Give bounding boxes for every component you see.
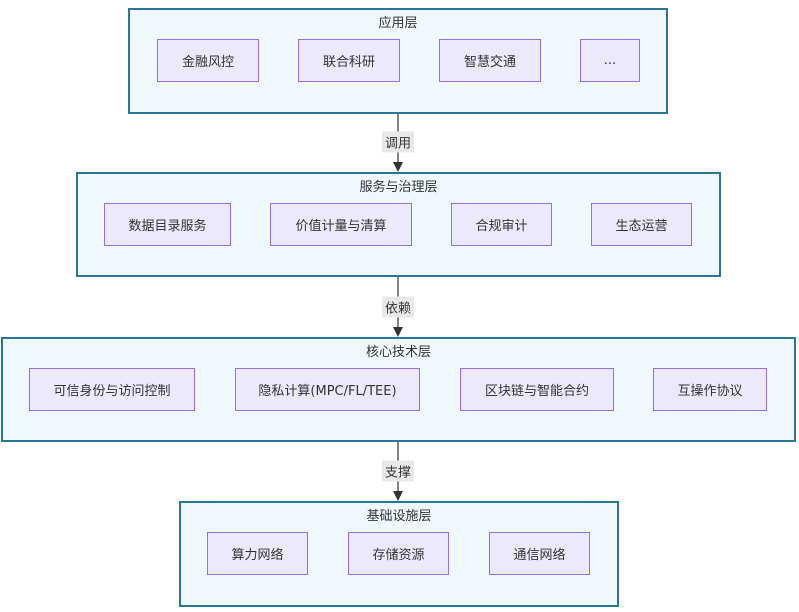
node-value-settlement[interactable]: 价值计量与清算 — [270, 203, 412, 246]
node-privacy-computing[interactable]: 隐私计算(MPC/FL/TEE) — [235, 368, 420, 411]
node-blockchain-contracts[interactable]: 区块链与智能合约 — [460, 368, 614, 411]
node-smart-transport[interactable]: 智慧交通 — [439, 39, 541, 82]
node-compliance-audit[interactable]: 合规审计 — [451, 203, 552, 246]
edge-label-depend: 依赖 — [381, 296, 415, 318]
layer-title: 应用层 — [378, 16, 418, 31]
node-financial-risk[interactable]: 金融风控 — [157, 39, 259, 82]
node-more[interactable]: ... — [580, 39, 640, 82]
node-comm-network[interactable]: 通信网络 — [489, 532, 590, 575]
node-interop-protocol[interactable]: 互操作协议 — [653, 368, 767, 411]
node-trusted-identity[interactable]: 可信身份与访问控制 — [29, 368, 195, 411]
layer-title: 服务与治理层 — [359, 180, 438, 195]
layer-title: 基础设施层 — [366, 509, 432, 524]
node-compute-network[interactable]: 算力网络 — [207, 532, 308, 575]
node-joint-research[interactable]: 联合科研 — [298, 39, 400, 82]
node-data-catalog[interactable]: 数据目录服务 — [104, 203, 231, 246]
edge-label-call: 调用 — [381, 131, 415, 153]
node-storage-resources[interactable]: 存储资源 — [348, 532, 449, 575]
node-ecosystem-ops[interactable]: 生态运营 — [591, 203, 692, 246]
layer-title: 核心技术层 — [365, 345, 431, 360]
edge-label-support: 支撑 — [381, 460, 415, 482]
